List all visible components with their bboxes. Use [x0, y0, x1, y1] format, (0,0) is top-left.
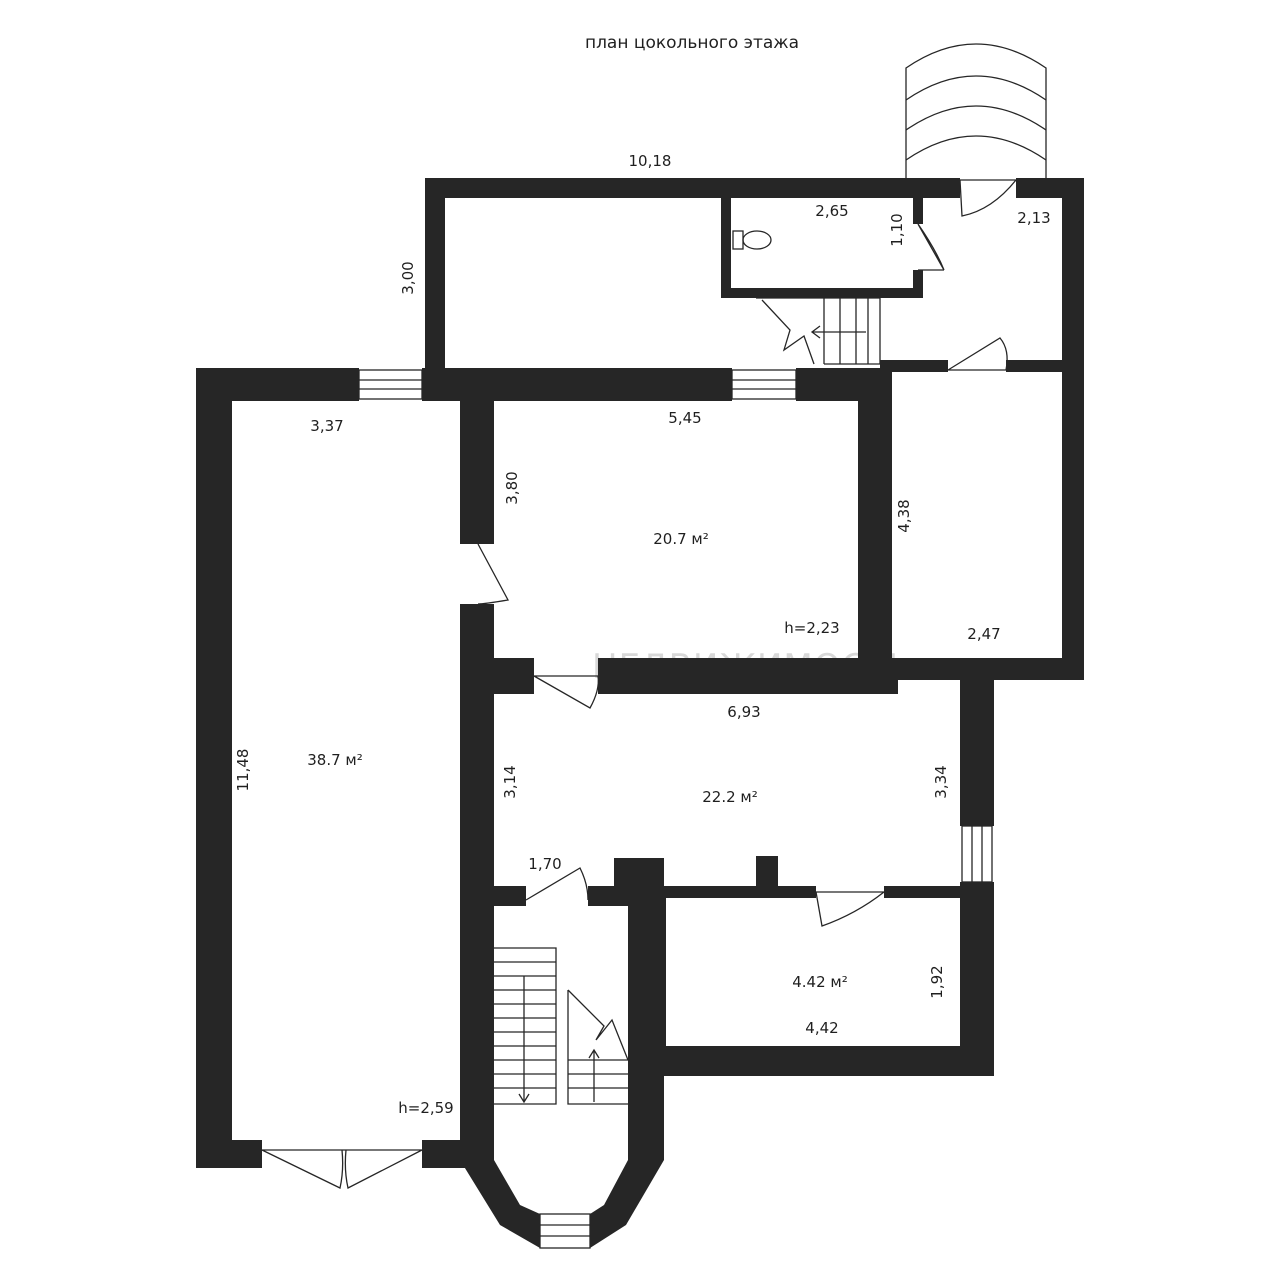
dim-wc-width: 2,65 — [815, 202, 848, 220]
dim-wc-height: 1,10 — [888, 213, 906, 246]
plan-title: план цокольного этажа — [585, 33, 799, 53]
dim-middle-room-right: 3,34 — [932, 765, 950, 798]
area-small-room: 4.42 м² — [792, 973, 848, 991]
dim-right-room-length: 4,38 — [895, 499, 913, 532]
dim-stair-width: 1,70 — [528, 855, 561, 873]
area-left-room: 38.7 м² — [307, 751, 363, 769]
height-center-room: h=2,23 — [784, 619, 839, 637]
walls — [196, 178, 1084, 1248]
door-left-bottom — [261, 1149, 423, 1189]
dim-small-room-width: 4,42 — [805, 1019, 838, 1037]
door-entrance-top — [959, 179, 1017, 217]
dim-left-room-width: 3,37 — [310, 417, 343, 435]
door-wc — [917, 223, 945, 271]
toilet-icon — [732, 230, 772, 250]
dim-hall-width: 2,13 — [1017, 209, 1050, 227]
door-small-room — [815, 891, 885, 927]
dim-top-width: 10,18 — [629, 152, 672, 170]
dim-small-room-height: 1,92 — [928, 965, 946, 998]
dim-center-room-depth: 3,80 — [503, 471, 521, 504]
door-center-middle — [533, 675, 599, 709]
dim-top-height: 3,00 — [399, 261, 417, 294]
window-center-top — [731, 369, 797, 400]
dim-left-room-length: 11,48 — [234, 749, 252, 792]
stairs-lower — [494, 947, 629, 1105]
dim-center-room-width: 5,45 — [668, 409, 701, 427]
doors — [261, 179, 1017, 1189]
door-left-center — [477, 543, 510, 605]
dim-middle-room-left: 3,14 — [501, 765, 519, 798]
door-stair — [525, 867, 589, 901]
window-stair-bottom — [539, 1213, 591, 1249]
dim-middle-room-width: 6,93 — [727, 703, 760, 721]
height-left-room: h=2,59 — [398, 1099, 453, 1117]
window-left-top — [358, 369, 423, 400]
dim-right-room-width: 2,47 — [967, 625, 1000, 643]
window-middle-right — [961, 825, 993, 883]
stairs-upper — [756, 297, 881, 365]
entrance-steps — [905, 43, 1047, 178]
area-center-room: 20.7 м² — [653, 530, 709, 548]
door-right-room — [947, 337, 1008, 371]
area-middle-room: 22.2 м² — [702, 788, 758, 806]
windows — [358, 369, 993, 1249]
